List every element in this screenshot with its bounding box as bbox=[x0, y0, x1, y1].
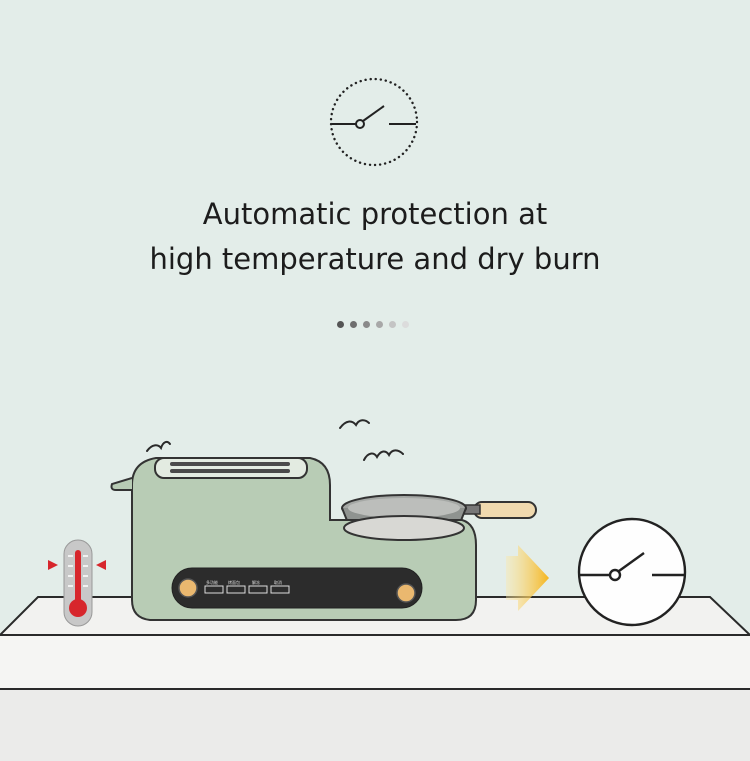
carousel-dot[interactable] bbox=[389, 321, 396, 328]
carousel-dot[interactable] bbox=[350, 321, 357, 328]
carousel-dot[interactable] bbox=[363, 321, 370, 328]
carousel-dot[interactable] bbox=[402, 321, 409, 328]
switch-open-icon bbox=[577, 517, 687, 627]
headline: Automatic protection at high temperature… bbox=[0, 192, 750, 282]
panel-button-label: 多功能 bbox=[206, 580, 218, 585]
switch-dotted-icon bbox=[329, 77, 419, 167]
heat-lines bbox=[146, 419, 404, 461]
arrow-right-icon bbox=[506, 545, 549, 611]
thermometer-icon bbox=[48, 539, 106, 627]
carousel-dot[interactable] bbox=[376, 321, 383, 328]
headline-line-2: high temperature and dry burn bbox=[149, 242, 601, 276]
carousel-dots bbox=[337, 321, 409, 328]
headline-line-1: Automatic protection at bbox=[202, 197, 548, 231]
panel-button-label: 烤面包 bbox=[228, 580, 240, 585]
panel-button-label: 解冻 bbox=[252, 580, 260, 585]
carousel-dot[interactable] bbox=[337, 321, 344, 328]
panel-button-label: 取消 bbox=[274, 580, 282, 585]
breakfast-machine bbox=[110, 457, 537, 621]
